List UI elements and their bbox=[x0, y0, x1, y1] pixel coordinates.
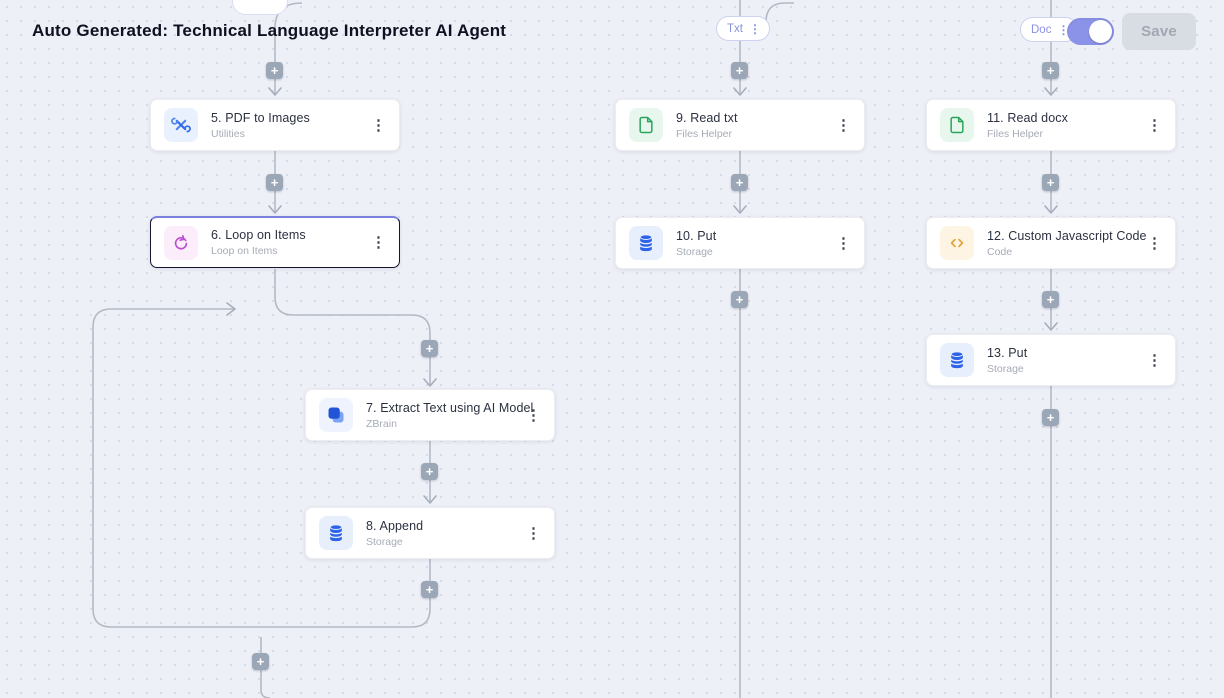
overlapping-squares-icon bbox=[319, 398, 353, 432]
page-title: Auto Generated: Technical Language Inter… bbox=[32, 21, 507, 40]
kebab-icon[interactable]: ⋮ bbox=[748, 21, 761, 36]
add-step-button[interactable]: + bbox=[731, 62, 748, 79]
add-step-button[interactable]: + bbox=[1042, 291, 1059, 308]
node-pdf-to-images[interactable]: 5. PDF to Images Utilities ⋮ bbox=[150, 99, 400, 151]
node-menu-button[interactable]: ⋮ bbox=[526, 406, 541, 424]
node-title: 13. Put bbox=[987, 345, 1028, 360]
add-step-button[interactable]: + bbox=[421, 340, 438, 357]
node-subtitle: Loop on Items bbox=[211, 245, 278, 257]
node-read-txt[interactable]: 9. Read txt Files Helper ⋮ bbox=[615, 99, 865, 151]
node-menu-button[interactable]: ⋮ bbox=[1147, 116, 1162, 134]
node-subtitle: Storage bbox=[987, 362, 1024, 375]
loop-icon bbox=[164, 225, 198, 260]
node-title: 8. Append bbox=[366, 518, 424, 533]
node-title: 12. Custom Javascript Code bbox=[987, 228, 1147, 243]
node-title: 11. Read docx bbox=[987, 110, 1068, 125]
code-icon bbox=[940, 226, 974, 260]
add-step-button[interactable]: + bbox=[266, 62, 283, 79]
database-icon bbox=[940, 343, 974, 377]
node-subtitle: Storage bbox=[366, 535, 403, 548]
node-subtitle: Storage bbox=[676, 245, 713, 258]
add-step-button[interactable]: + bbox=[1042, 174, 1059, 191]
node-menu-button[interactable]: ⋮ bbox=[1147, 234, 1162, 252]
add-step-button[interactable]: + bbox=[1042, 62, 1059, 79]
node-title: 7. Extract Text using AI Model bbox=[366, 400, 534, 415]
add-step-button[interactable]: + bbox=[266, 174, 283, 191]
file-icon bbox=[629, 108, 663, 142]
node-menu-button[interactable]: ⋮ bbox=[836, 234, 851, 252]
node-subtitle: Code bbox=[987, 245, 1013, 258]
node-append[interactable]: 8. Append Storage ⋮ bbox=[305, 507, 555, 559]
add-step-button[interactable]: + bbox=[421, 581, 438, 598]
file-icon bbox=[940, 108, 974, 142]
node-read-docx[interactable]: 11. Read docx Files Helper ⋮ bbox=[926, 99, 1176, 151]
node-subtitle: Utilities bbox=[211, 127, 245, 140]
node-put-doc[interactable]: 13. Put Storage ⋮ bbox=[926, 334, 1176, 386]
format-pill-doc-label: Doc bbox=[1031, 23, 1052, 36]
kebab-icon[interactable]: ⋮ bbox=[1057, 22, 1070, 37]
database-icon bbox=[319, 516, 353, 550]
format-pill-txt[interactable]: Txt ⋮ bbox=[716, 16, 770, 41]
tools-icon bbox=[164, 108, 198, 142]
node-title: 10. Put bbox=[676, 228, 717, 243]
node-title: 6. Loop on Items bbox=[211, 228, 306, 242]
doc-toggle-switch[interactable] bbox=[1067, 18, 1114, 45]
node-subtitle: ZBrain bbox=[366, 417, 397, 430]
node-menu-button[interactable]: ⋮ bbox=[836, 116, 851, 134]
add-step-button[interactable]: + bbox=[731, 291, 748, 308]
toggle-knob bbox=[1089, 20, 1112, 43]
node-title: 9. Read txt bbox=[676, 110, 738, 125]
format-pill-cutoff[interactable] bbox=[232, 0, 288, 15]
node-menu-button[interactable]: ⋮ bbox=[371, 116, 386, 134]
format-pill-txt-label: Txt bbox=[727, 22, 743, 35]
add-step-button[interactable]: + bbox=[252, 653, 269, 670]
node-menu-button[interactable]: ⋮ bbox=[371, 234, 386, 251]
database-icon bbox=[629, 226, 663, 260]
node-subtitle: Files Helper bbox=[676, 127, 733, 140]
node-menu-button[interactable]: ⋮ bbox=[526, 524, 541, 542]
add-step-button[interactable]: + bbox=[731, 174, 748, 191]
save-button[interactable]: Save bbox=[1122, 13, 1196, 50]
add-step-button[interactable]: + bbox=[1042, 409, 1059, 426]
node-title: 5. PDF to Images bbox=[211, 110, 310, 125]
node-menu-button[interactable]: ⋮ bbox=[1147, 351, 1162, 369]
add-step-button[interactable]: + bbox=[421, 463, 438, 480]
node-loop-on-items[interactable]: 6. Loop on Items Loop on Items ⋮ bbox=[150, 216, 400, 268]
node-custom-javascript-code[interactable]: 12. Custom Javascript Code Code ⋮ bbox=[926, 217, 1176, 269]
node-subtitle: Files Helper bbox=[987, 127, 1044, 140]
node-extract-text-ai-model[interactable]: 7. Extract Text using AI Model ZBrain ⋮ bbox=[305, 389, 555, 441]
node-put-txt[interactable]: 10. Put Storage ⋮ bbox=[615, 217, 865, 269]
